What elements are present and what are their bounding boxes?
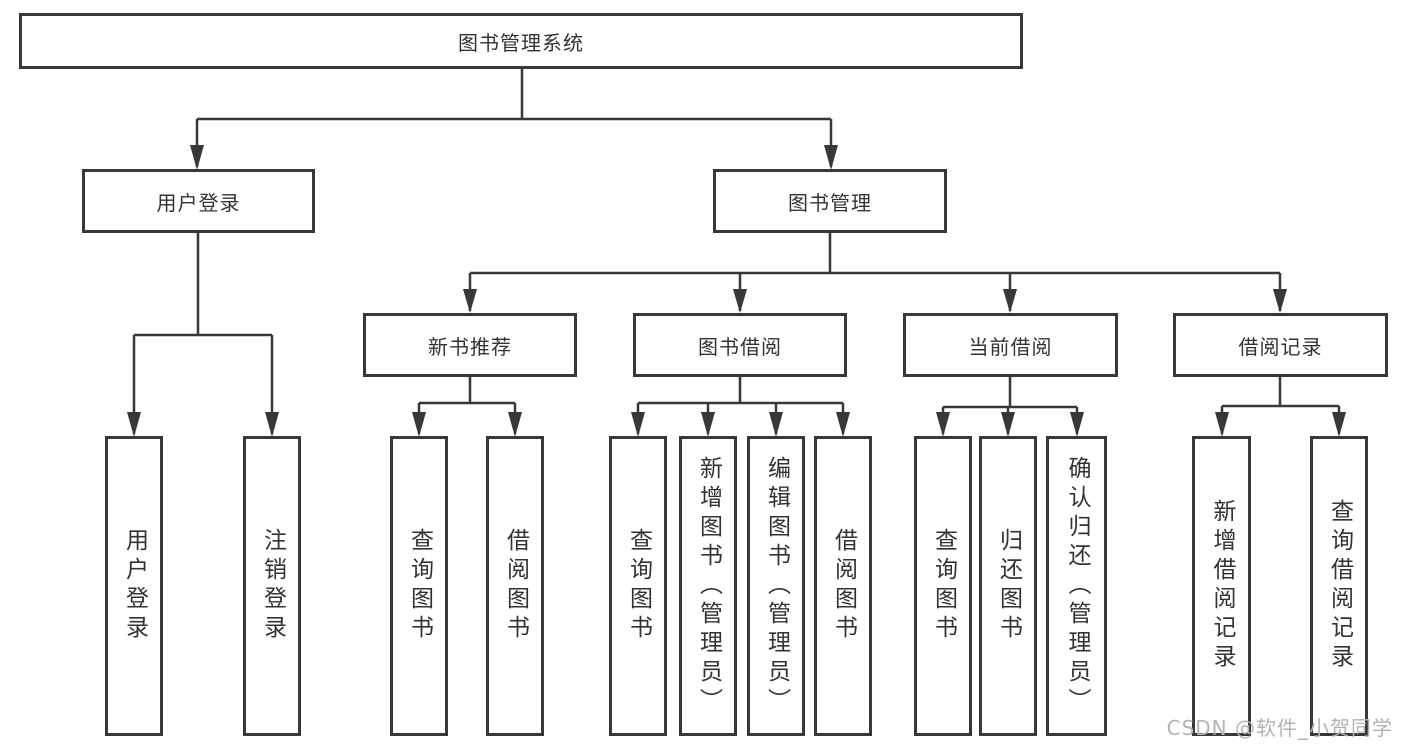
- leaf-borrow-books-recommend: 借阅图书: [486, 436, 544, 736]
- leaf-return-book: 归还图书: [979, 436, 1037, 736]
- arrowheads: [127, 145, 1346, 437]
- leaf-user-login: 用户登录: [105, 436, 163, 736]
- leaf-add-book-admin: 新增图书（管理员）: [679, 436, 737, 736]
- csdn-watermark: CSDN @软件_小贺同学: [1166, 716, 1393, 740]
- node-book-management: 图书管理: [713, 169, 947, 233]
- leaf-query-books-borrowing: 查询图书: [609, 436, 667, 736]
- leaf-edit-book-admin: 编辑图书（管理员）: [747, 436, 805, 736]
- leaf-borrow-books-borrowing: 借阅图书: [814, 436, 872, 736]
- node-borrowing-records: 借阅记录: [1173, 313, 1388, 377]
- node-root: 图书管理系统: [19, 13, 1023, 69]
- leaf-query-borrow-record: 查询借阅记录: [1310, 436, 1368, 736]
- leaf-add-borrow-record: 新增借阅记录: [1192, 436, 1251, 736]
- leaf-query-books-recommend: 查询图书: [390, 436, 448, 736]
- leaf-logout: 注销登录: [243, 436, 301, 736]
- node-user-login: 用户登录: [82, 169, 315, 233]
- node-book-borrowing: 图书借阅: [633, 313, 847, 377]
- node-current-borrowing: 当前借阅: [903, 313, 1118, 377]
- node-new-book-recommendation: 新书推荐: [363, 313, 577, 377]
- leaf-confirm-return-admin: 确认归还（管理员）: [1046, 436, 1107, 736]
- leaf-query-books-current: 查询图书: [914, 436, 972, 736]
